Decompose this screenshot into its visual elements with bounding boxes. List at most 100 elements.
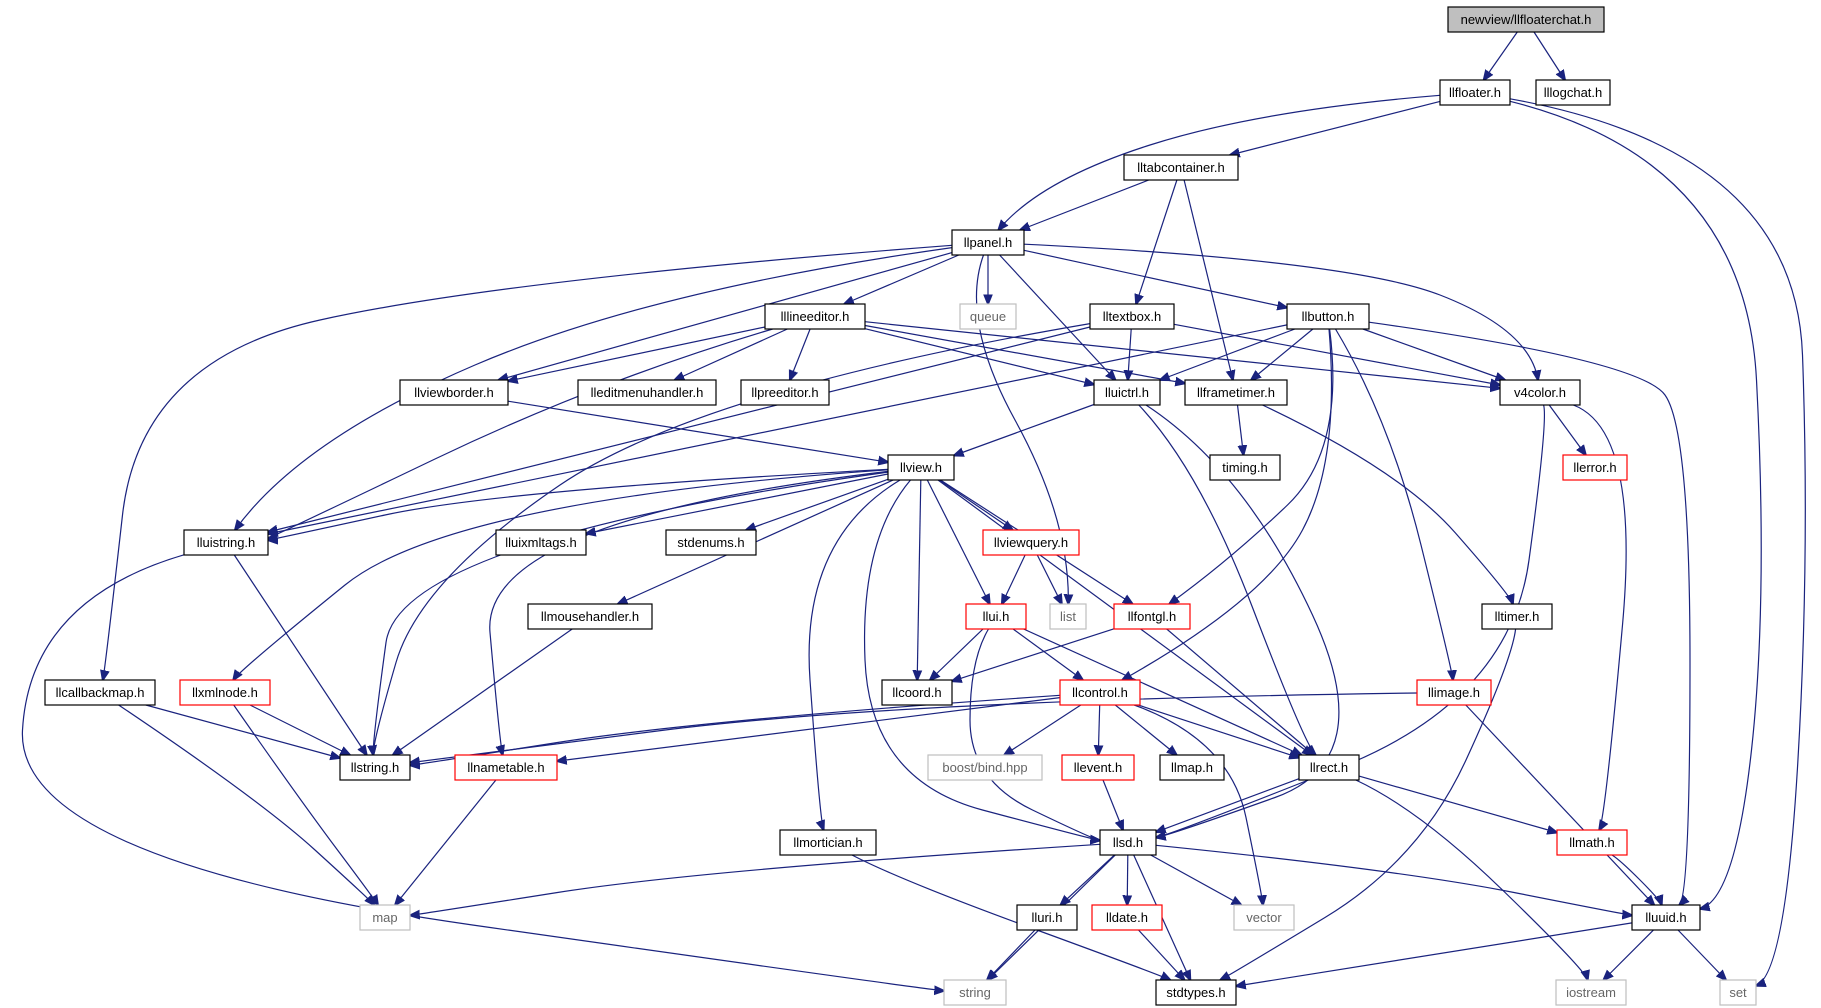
- node-label-stdenums: stdenums.h: [677, 535, 744, 550]
- edge-llfloater-to-llpanel: [998, 94, 1441, 230]
- node-label-list: list: [1060, 609, 1076, 624]
- node-box-llcoord: [881, 679, 953, 706]
- node-label-lltimer: lltimer.h: [1495, 609, 1540, 624]
- edge-llframetimer-to-timing: [1236, 404, 1244, 455]
- node-llview[interactable]: llview.h: [887, 454, 955, 481]
- edge-llview-to-llsd: [863, 479, 1100, 840]
- node-llmap[interactable]: llmap.h: [1159, 754, 1225, 781]
- node-llcoord[interactable]: llcoord.h: [881, 679, 953, 706]
- node-box-lllogchat: [1535, 79, 1611, 106]
- node-label-llfontgl: llfontgl.h: [1128, 609, 1176, 624]
- node-llevent[interactable]: llevent.h: [1061, 754, 1135, 781]
- node-label-llimage: llimage.h: [1428, 685, 1480, 700]
- node-lltabcontainer[interactable]: lltabcontainer.h: [1123, 154, 1239, 181]
- node-llfontgl[interactable]: llfontgl.h: [1113, 603, 1191, 630]
- node-box-boostbind: [927, 754, 1043, 781]
- edge-lluistring-to-string: [21, 554, 944, 991]
- node-vector: vector: [1233, 904, 1295, 931]
- node-lldate[interactable]: lldate.h: [1091, 904, 1163, 931]
- node-box-llpanel: [951, 229, 1025, 256]
- node-box-lllineeditor: [764, 303, 866, 330]
- node-lltimer[interactable]: lltimer.h: [1481, 603, 1553, 630]
- node-llmath[interactable]: llmath.h: [1556, 829, 1628, 856]
- node-llcontrol[interactable]: llcontrol.h: [1059, 679, 1141, 706]
- edge-llcontrol-to-llstring: [410, 694, 1061, 765]
- node-box-lleditmenuhandler: [577, 379, 717, 406]
- node-label-map: map: [372, 910, 397, 925]
- edge-llbutton-to-lluictrl: [1160, 328, 1296, 380]
- node-llmousehandler[interactable]: llmousehandler.h: [527, 603, 653, 630]
- node-list: list: [1049, 603, 1087, 630]
- edge-root-to-llfloater: [1484, 31, 1518, 80]
- node-box-llxmlnode: [179, 679, 271, 706]
- node-box-llframetimer: [1184, 379, 1288, 406]
- edge-llcontrol-to-llmap: [1114, 704, 1176, 755]
- edge-llcontrol-to-boostbind: [1004, 704, 1082, 755]
- node-llui[interactable]: llui.h: [965, 603, 1027, 630]
- edge-llbutton-to-llcontrol: [1122, 328, 1333, 680]
- node-llrect[interactable]: llrect.h: [1298, 754, 1360, 781]
- node-box-llmousehandler: [527, 603, 653, 630]
- node-llerror[interactable]: llerror.h: [1562, 454, 1628, 481]
- edge-v4color-to-llmath: [1573, 404, 1627, 830]
- node-label-lluri: lluri.h: [1031, 910, 1062, 925]
- node-lllineeditor[interactable]: lllineeditor.h: [764, 303, 866, 330]
- edge-lltimer-to-stdtypes: [1220, 628, 1517, 980]
- edge-llpanel-to-lllineeditor: [844, 254, 960, 304]
- node-llframetimer[interactable]: llframetimer.h: [1184, 379, 1288, 406]
- edge-llcontrol-to-llevent: [1098, 704, 1099, 755]
- edge-llfloater-to-lluuid: [1509, 100, 1762, 909]
- edge-lllineeditor-to-lluictrl: [864, 328, 1094, 385]
- edge-llrect-to-llsd: [1156, 778, 1300, 832]
- edge-llrect-to-llmath: [1358, 775, 1557, 832]
- node-box-llimage: [1416, 679, 1492, 706]
- node-timing[interactable]: timing.h: [1209, 454, 1281, 481]
- node-label-llmath: llmath.h: [1569, 835, 1615, 850]
- node-box-lluri: [1016, 904, 1078, 931]
- node-llpreeditor[interactable]: llpreeditor.h: [740, 379, 830, 406]
- edge-llfontgl-to-llrect: [1166, 628, 1315, 755]
- edge-llpanel-to-lluistring: [235, 247, 953, 530]
- node-llstring[interactable]: llstring.h: [339, 754, 411, 781]
- node-stdtypes[interactable]: stdtypes.h: [1155, 979, 1237, 1006]
- node-llxmlnode[interactable]: llxmlnode.h: [179, 679, 271, 706]
- edge-llpanel-to-llcallbackmap: [103, 244, 953, 680]
- edge-lluictrl-to-llview: [954, 403, 1095, 456]
- node-llpanel[interactable]: llpanel.h: [951, 229, 1025, 256]
- node-llfloater[interactable]: llfloater.h: [1439, 79, 1511, 106]
- node-llviewquery[interactable]: llviewquery.h: [982, 529, 1080, 556]
- node-box-llerror: [1562, 454, 1628, 481]
- node-box-llbutton: [1286, 303, 1370, 330]
- node-label-llcoord: llcoord.h: [892, 685, 941, 700]
- node-lluri[interactable]: lluri.h: [1016, 904, 1078, 931]
- node-box-llmath: [1556, 829, 1628, 856]
- edge-llview-to-llviewquery: [938, 479, 1012, 530]
- node-lluictrl[interactable]: lluictrl.h: [1093, 379, 1161, 406]
- node-llimage[interactable]: llimage.h: [1416, 679, 1492, 706]
- node-llbutton[interactable]: llbutton.h: [1286, 303, 1370, 330]
- node-lllogchat[interactable]: lllogchat.h: [1535, 79, 1611, 106]
- node-stdenums[interactable]: stdenums.h: [665, 529, 757, 556]
- node-llnametable[interactable]: llnametable.h: [454, 754, 558, 781]
- node-lluixmltags[interactable]: lluixmltags.h: [495, 529, 587, 556]
- edge-llimage-to-lluuid: [1465, 704, 1654, 905]
- node-root[interactable]: newview/llfloaterchat.h: [1447, 6, 1605, 33]
- node-v4color[interactable]: v4color.h: [1499, 379, 1581, 406]
- node-label-lldate: lldate.h: [1106, 910, 1148, 925]
- node-lltextbox[interactable]: lltextbox.h: [1089, 303, 1175, 330]
- node-llsd[interactable]: llsd.h: [1099, 829, 1157, 856]
- edge-lltextbox-to-llstring: [373, 323, 1091, 755]
- node-label-llevent: llevent.h: [1074, 760, 1122, 775]
- node-lluuid[interactable]: lluuid.h: [1631, 904, 1701, 931]
- node-lluistring[interactable]: lluistring.h: [183, 529, 269, 556]
- node-box-llviewquery: [982, 529, 1080, 556]
- node-set: set: [1719, 979, 1757, 1006]
- node-label-boostbind: boost/bind.hpp: [942, 760, 1027, 775]
- node-llmortician[interactable]: llmortician.h: [779, 829, 877, 856]
- node-llcallbackmap[interactable]: llcallbackmap.h: [44, 679, 156, 706]
- node-lleditmenuhandler[interactable]: lleditmenuhandler.h: [577, 379, 717, 406]
- edge-lltabcontainer-to-llpanel: [1020, 179, 1150, 230]
- node-boostbind: boost/bind.hpp: [927, 754, 1043, 781]
- edge-llsd-to-lluuid: [1155, 844, 1632, 915]
- node-llviewborder[interactable]: llviewborder.h: [399, 379, 509, 406]
